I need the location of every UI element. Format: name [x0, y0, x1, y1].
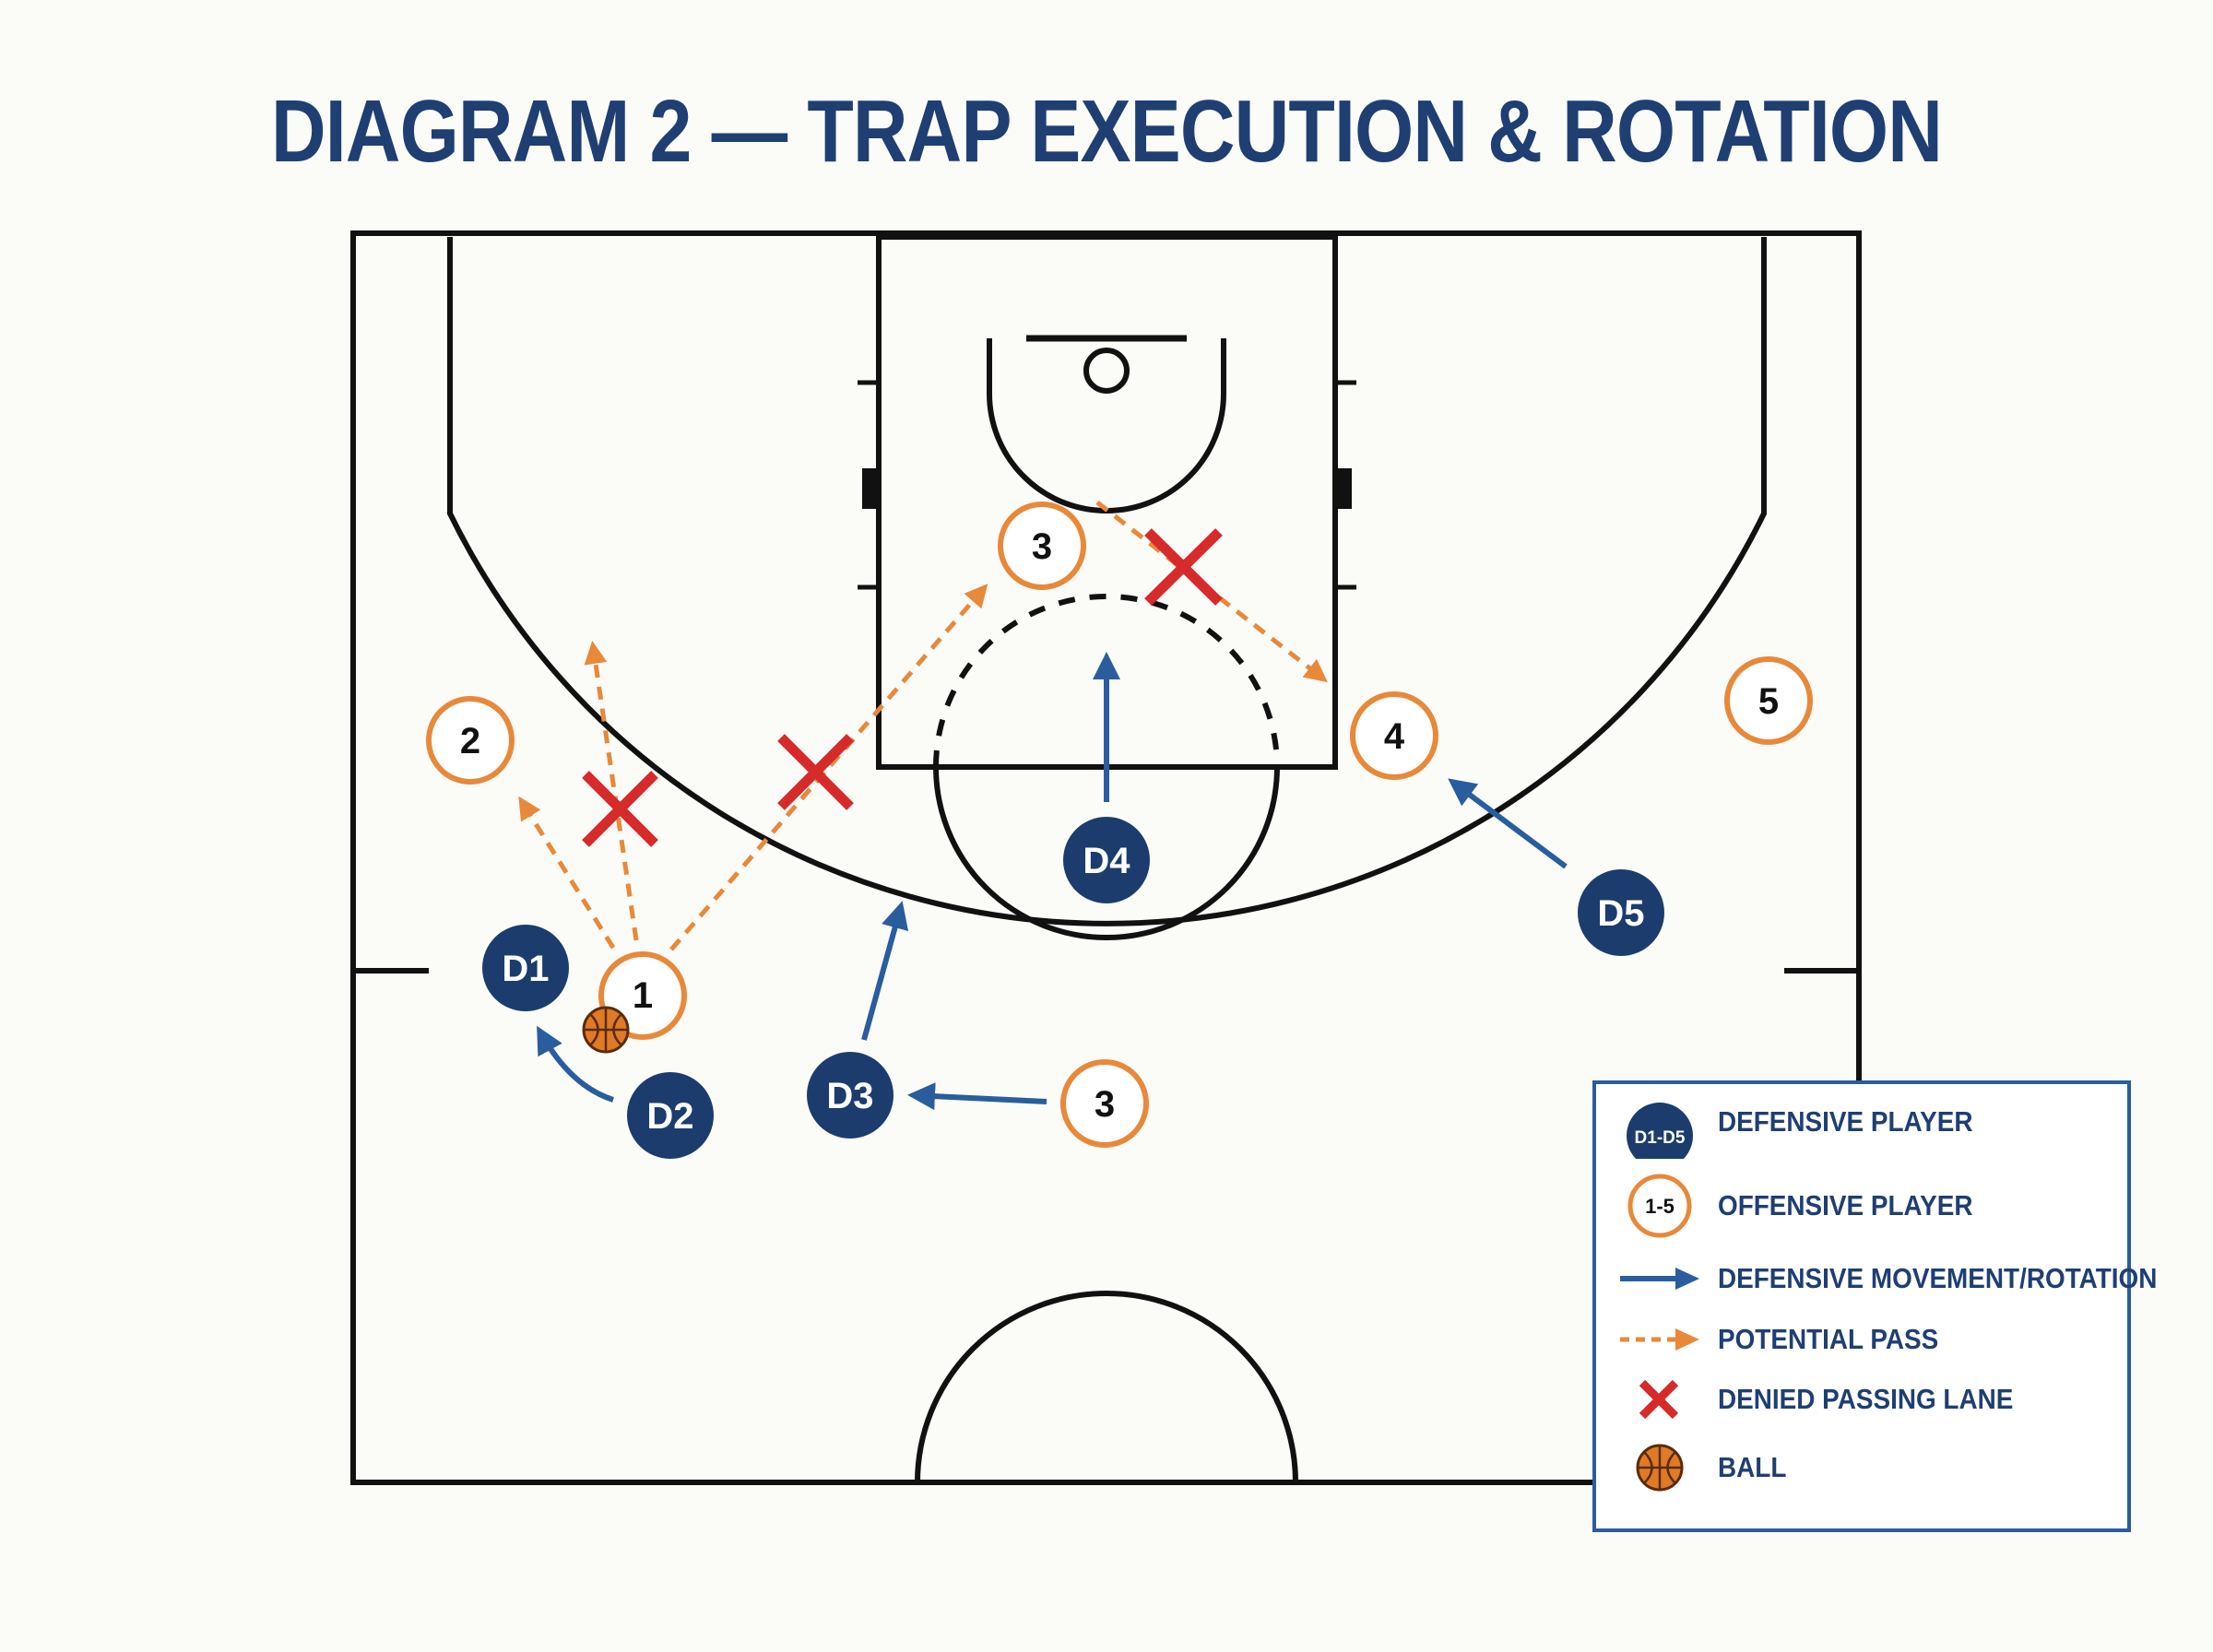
lane-hash-marks [858, 380, 1356, 590]
denied-lanes [582, 528, 1223, 847]
denied-lane-x [777, 734, 854, 810]
legend: D1-D5 DEFENSIVE PLAYER 1-5 OFFENSIVE PLAYER… [1592, 1080, 2157, 1532]
svg-text:D1: D1 [502, 949, 549, 989]
pass-1-upcourt [584, 641, 639, 941]
offensive-players: 1 2 3 3 4 5 [426, 502, 1813, 1148]
blue-arrow-icon [1620, 1268, 1699, 1290]
legend-row-defensive-movement: DEFENSIVE MOVEMENT/ROTATION [1596, 1242, 2157, 1316]
legend-row-offensive-player: 1-5 OFFENSIVE PLAYER [1596, 1169, 2131, 1243]
denied-lane-x [582, 771, 658, 847]
defensive-player-d1: D1 [482, 925, 569, 1011]
offensive-player-3-low: 3 [1060, 1059, 1149, 1148]
red-x-icon [1639, 1379, 1679, 1420]
defensive-player-d5: D5 [1578, 869, 1664, 956]
svg-text:D5: D5 [1597, 893, 1644, 934]
svg-text:D3: D3 [826, 1076, 873, 1116]
dashed-orange-arrow-icon [1620, 1328, 1699, 1351]
svg-text:4: 4 [1384, 716, 1405, 757]
offensive-player-3-high: 3 [998, 502, 1086, 590]
move-d3-upcourt [861, 901, 909, 1041]
move-d2-to-d1 [537, 1025, 614, 1103]
move-d5-to-4 [1448, 778, 1568, 869]
legend-label: DENIED PASSING LANE [1718, 1383, 2014, 1415]
defensive-movements [537, 652, 1568, 1111]
legend-label: DEFENSIVE PLAYER [1718, 1105, 1973, 1138]
legend-label: POTENTIAL PASS [1718, 1323, 1939, 1355]
legend-row-denied-lane: DENIED PASSING LANE [1596, 1363, 2131, 1436]
legend-row-ball: BALL [1596, 1431, 2131, 1504]
pass-1-to-3-high [669, 584, 988, 951]
legend-label: DEFENSIVE MOVEMENT/ROTATION [1718, 1262, 2158, 1294]
three-point-line [447, 237, 1767, 926]
defensive-player-d2: D2 [627, 1072, 714, 1159]
basketball-icon [1636, 1444, 1684, 1492]
svg-text:D2: D2 [646, 1096, 693, 1137]
court-boundary [350, 230, 1862, 1485]
offensive-player-icon: 1-5 [1627, 1174, 1692, 1238]
legend-label: OFFENSIVE PLAYER [1718, 1189, 1973, 1221]
rim [1083, 348, 1130, 394]
legend-symbol-text: D1-D5 [1635, 1128, 1686, 1148]
diagram-title: DIAGRAM 2 — TRAP EXECUTION & ROTATION [270, 82, 1943, 181]
legend-label: BALL [1718, 1451, 1787, 1483]
basketball-icon [582, 1006, 630, 1054]
restricted-area-arc [987, 338, 1226, 513]
free-throw-circle-lower [933, 766, 1280, 940]
pass-1-to-2 [518, 796, 616, 950]
offensive-player-5: 5 [1724, 656, 1813, 745]
svg-text:1: 1 [633, 975, 653, 1016]
svg-text:3: 3 [1095, 1084, 1115, 1125]
defensive-player-icon: D1-D5 [1627, 1103, 1693, 1159]
legend-row-defensive-player: D1-D5 DEFENSIVE PLAYER [1596, 1085, 2131, 1159]
move-3-to-d3 [907, 1082, 1047, 1111]
svg-text:2: 2 [460, 721, 480, 761]
defensive-player-d4: D4 [1063, 817, 1150, 903]
svg-text:3: 3 [1032, 526, 1052, 567]
legend-symbol-text: 1-5 [1645, 1195, 1675, 1218]
free-throw-circle-upper [933, 594, 1280, 768]
legend-row-potential-pass: POTENTIAL PASS [1596, 1303, 2131, 1376]
svg-text:D4: D4 [1083, 841, 1130, 881]
center-circle [915, 1291, 1298, 1483]
offensive-player-2: 2 [426, 696, 515, 785]
defensive-players: D1 D2 D3 D4 D5 [482, 817, 1664, 1159]
defensive-player-d3: D3 [807, 1052, 893, 1139]
denied-lane-x [1144, 528, 1223, 606]
svg-text:5: 5 [1758, 681, 1779, 722]
offensive-player-4: 4 [1350, 691, 1438, 780]
potential-passes [518, 501, 1328, 951]
